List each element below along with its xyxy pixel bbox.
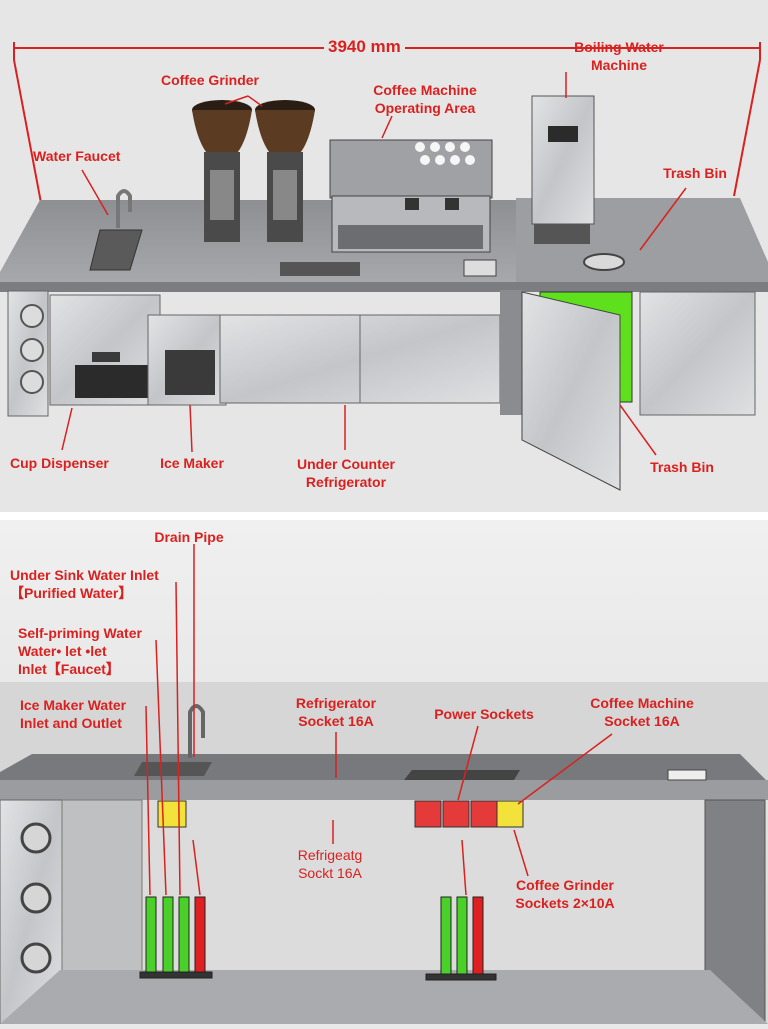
- coffee-machine: [329, 139, 493, 253]
- socket-yellow-right: [496, 800, 524, 828]
- pipes-right: [425, 896, 497, 981]
- coffee-grinder-2: [255, 100, 315, 242]
- label-refrigerator-socket-lower: Refrigeatg Sockt 16A: [297, 847, 363, 881]
- label-self-priming-water-inlet: Self-priming Water Water• let •let Inlet…: [18, 625, 142, 677]
- label-water-faucet: Water Faucet: [33, 148, 121, 164]
- socket-red-3: [470, 800, 498, 828]
- label-coffee-grinder: Coffee Grinder: [160, 72, 259, 88]
- label-coffee-machine-socket: Coffee Machine Socket 16A: [590, 695, 694, 729]
- bottom-counter-top: [0, 754, 768, 782]
- section-divider: [0, 512, 768, 520]
- trash-cabinet-door: [521, 291, 621, 491]
- dimension-label: 3940 mm: [324, 38, 405, 56]
- label-coffee-machine-area: Coffee Machine Operating Area: [373, 82, 477, 116]
- right-cabinet: [639, 291, 756, 416]
- trash-bin-opening: [583, 253, 625, 271]
- label-coffee-grinder-sockets: Coffee Grinder Sockets 2×10A: [515, 877, 615, 911]
- boiling-water-machine: [531, 95, 595, 244]
- socket-red-2: [442, 800, 470, 828]
- label-under-sink-water-inlet: Under Sink Water Inlet 【Purified Water】: [10, 567, 159, 601]
- bottom-knock-box: [667, 769, 707, 781]
- label-power-sockets: Power Sockets: [434, 706, 534, 722]
- pipes-left: [139, 896, 213, 979]
- label-ice-maker: Ice Maker: [160, 455, 224, 471]
- label-cup-dispenser: Cup Dispenser: [10, 455, 109, 471]
- top-panel: [0, 0, 768, 512]
- coffee-grinder-1: [192, 100, 252, 242]
- label-trash-bin-top: Trash Bin: [663, 165, 727, 181]
- label-under-counter-refrigerator: Under Counter Refrigerator: [297, 456, 395, 490]
- knock-box: [463, 259, 497, 277]
- leader-lines: [61, 72, 687, 896]
- label-refrigerator-socket: Refrigerator Socket 16A: [295, 695, 377, 729]
- label-boiling-water-machine: Boiling Water Machine: [574, 39, 664, 73]
- label-ice-maker-water: Ice Maker Water Inlet and Outlet: [20, 697, 127, 731]
- water-faucet: [116, 189, 132, 228]
- label-drain-pipe: Drain Pipe: [154, 529, 224, 545]
- bottom-sink: [134, 762, 212, 776]
- label-trash-bin-bottom: Trash Bin: [650, 459, 714, 475]
- bottom-faucet: [188, 704, 205, 758]
- bottom-drip-tray: [404, 770, 520, 780]
- drip-tray: [280, 262, 360, 276]
- sink: [89, 229, 143, 271]
- socket-red-1: [414, 800, 442, 828]
